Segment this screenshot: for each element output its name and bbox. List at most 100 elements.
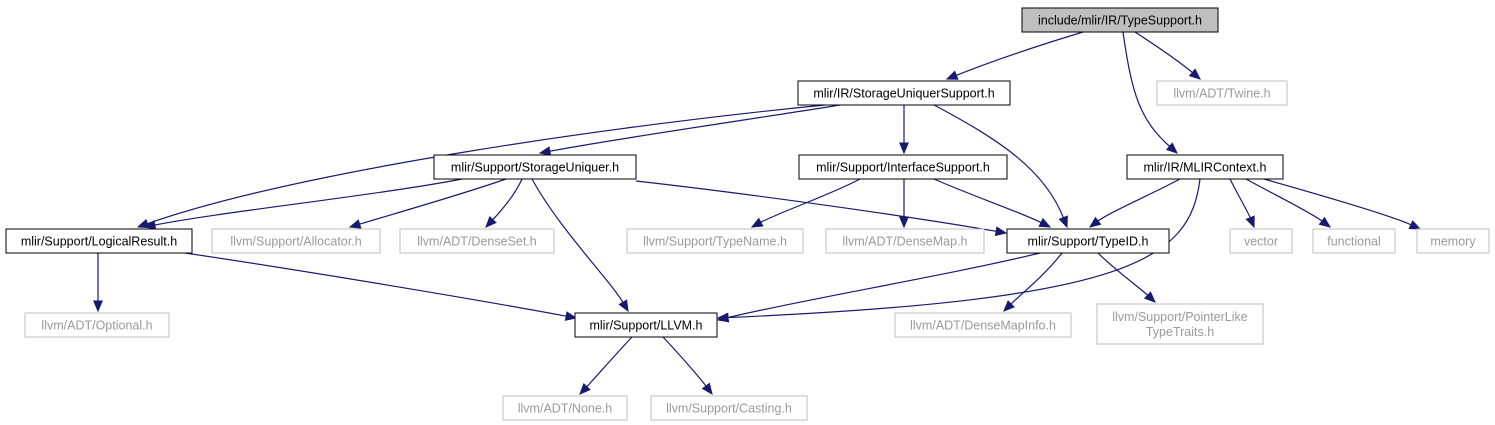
node-box-storageuniquer[interactable]: [433, 154, 637, 180]
edge-llvm-to-casting-arrowhead: [701, 382, 713, 396]
node-box-mlircontext[interactable]: [1126, 154, 1284, 180]
edge-storageuniquer-to-denseset-arrowhead: [485, 215, 497, 228]
node-label-denseset: llvm/ADT/DenseSet.h: [417, 235, 537, 249]
node-densemap: llvm/ADT/DenseMap.h: [825, 228, 985, 254]
node-box-casting: [650, 395, 808, 421]
edge-mlircontext-to-memory: [1263, 178, 1413, 226]
edge-mlircontext-to-llvm: [726, 178, 1201, 319]
edge-mlircontext-to-functional-arrowhead: [1318, 216, 1332, 228]
node-label-storageuniquersupport: mlir/IR/StorageUniquerSupport.h: [813, 87, 994, 101]
edge-interfacesupport-to-typeid: [933, 178, 1043, 224]
edge-llvm-to-none: [585, 336, 633, 388]
edge-typeid-to-llvm-arrowhead: [716, 312, 730, 323]
edge-mlircontext-to-functional: [1245, 178, 1324, 223]
node-box-logicalresult[interactable]: [5, 228, 193, 254]
node-label-densemapinfo: llvm/ADT/DenseMapInfo.h: [910, 319, 1056, 333]
node-box-denseset: [399, 228, 555, 254]
node-box-pointerlike: [1096, 303, 1264, 345]
edge-interfacesupport-to-densemap-arrowhead: [899, 216, 909, 229]
node-label-optional: llvm/ADT/Optional.h: [41, 319, 152, 333]
edge-storageuniquersupport-to-typeid: [933, 104, 1065, 219]
node-box-twine: [1156, 80, 1288, 106]
edge-interfacesupport-to-typename: [759, 178, 861, 224]
node-box-functional: [1312, 228, 1396, 254]
node-label-typesupport: include/mlir/IR/TypeSupport.h: [1038, 14, 1202, 28]
node-label-llvm: mlir/Support/LLVM.h: [589, 319, 702, 333]
node-box-densemapinfo: [894, 312, 1072, 338]
edge-typeid-to-densemapinfo-arrowhead: [1003, 300, 1015, 312]
edge-typesupport-to-storageuniquersupport-arrowhead: [945, 70, 959, 80]
edge-storageuniquer-to-allocator-arrowhead: [348, 219, 362, 229]
node-label-logicalresult: mlir/Support/LogicalResult.h: [21, 235, 177, 249]
node-densemapinfo: llvm/ADT/DenseMapInfo.h: [894, 312, 1072, 338]
node-typeid[interactable]: mlir/Support/TypeID.h: [1006, 228, 1170, 254]
node-interfacesupport[interactable]: mlir/Support/InterfaceSupport.h: [798, 154, 1008, 180]
node-storageuniquersupport[interactable]: mlir/IR/StorageUniquerSupport.h: [797, 80, 1011, 106]
edge-mlircontext-to-typeid-arrowhead: [1088, 216, 1102, 228]
node-box-allocator: [211, 228, 381, 254]
node-box-none: [502, 395, 628, 421]
edge-storageuniquer-to-typeid-arrowhead: [994, 226, 1008, 237]
edge-typeid-to-llvm: [726, 252, 1041, 319]
node-label-typename: llvm/Support/TypeName.h: [643, 235, 787, 249]
edge-storageuniquersupport-to-logicalresult: [146, 104, 826, 225]
edge-interfacesupport-to-typeid-arrowhead: [1038, 217, 1052, 228]
node-twine: llvm/ADT/Twine.h: [1156, 80, 1288, 106]
edge-llvm-to-casting: [662, 336, 708, 388]
node-casting: llvm/Support/Casting.h: [650, 395, 808, 421]
node-allocator: llvm/Support/Allocator.h: [211, 228, 381, 254]
node-label-casting: llvm/Support/Casting.h: [666, 402, 792, 416]
edge-interfacesupport-to-typename-arrowhead: [750, 217, 764, 228]
node-box-typeid[interactable]: [1006, 228, 1170, 254]
node-box-typename: [626, 228, 804, 254]
node-box-typesupport[interactable]: [1021, 7, 1219, 33]
edge-typeid-to-densemapinfo: [1009, 252, 1063, 306]
node-box-interfacesupport[interactable]: [798, 154, 1008, 180]
node-label-allocator: llvm/Support/Allocator.h: [230, 235, 361, 249]
node-box-storageuniquersupport[interactable]: [797, 80, 1011, 106]
edge-typeid-to-pointerlike-arrowhead: [1143, 291, 1156, 303]
edge-storageuniquer-to-logicalresult: [153, 178, 463, 226]
edge-storageuniquersupport-to-typeid-arrowhead: [1058, 215, 1068, 229]
edge-typesupport-to-storageuniquersupport: [955, 31, 1084, 77]
node-box-vector: [1229, 228, 1293, 254]
node-label-functional: functional: [1327, 235, 1381, 249]
edge-mlircontext-to-vector-arrowhead: [1245, 215, 1255, 229]
edge-storageuniquer-to-llvm-arrowhead: [618, 299, 629, 313]
edge-typesupport-to-twine: [1134, 31, 1194, 74]
edge-mlircontext-to-memory-arrowhead: [1408, 220, 1422, 230]
node-none: llvm/ADT/None.h: [502, 395, 628, 421]
node-box-optional: [24, 312, 170, 338]
node-box-densemap: [825, 228, 985, 254]
node-functional: functional: [1312, 228, 1396, 254]
node-typename: llvm/Support/TypeName.h: [626, 228, 804, 254]
node-label-densemap: llvm/ADT/DenseMap.h: [842, 235, 967, 249]
edge-mlircontext-to-vector: [1229, 178, 1252, 219]
node-logicalresult[interactable]: mlir/Support/LogicalResult.h: [5, 228, 193, 254]
node-label-memory: memory: [1430, 235, 1476, 249]
edge-storageuniquer-to-logicalresult-arrowhead: [143, 220, 157, 230]
edge-logicalresult-to-llvm: [184, 252, 568, 317]
edge-typesupport-to-twine-arrowhead: [1188, 68, 1201, 80]
node-llvm[interactable]: mlir/Support/LLVM.h: [574, 312, 718, 338]
edge-llvm-to-none-arrowhead: [579, 382, 591, 395]
node-typesupport[interactable]: include/mlir/IR/TypeSupport.h: [1021, 7, 1219, 33]
node-label-none: llvm/ADT/None.h: [518, 402, 613, 416]
node-box-llvm[interactable]: [574, 312, 718, 338]
node-storageuniquer[interactable]: mlir/Support/StorageUniquer.h: [433, 154, 637, 180]
edge-typeid-to-pointerlike: [1097, 252, 1149, 297]
node-label-vector: vector: [1244, 235, 1278, 249]
edge-storageuniquer-to-denseset: [491, 178, 523, 221]
edge-storageuniquersupport-to-storageuniquer: [548, 104, 841, 152]
edge-storageuniquersupport-to-storageuniquer-arrowhead: [538, 146, 552, 156]
node-optional: llvm/ADT/Optional.h: [24, 312, 170, 338]
edges-layer: [93, 31, 1422, 396]
edge-mlircontext-to-typeid: [1096, 178, 1181, 223]
edge-storageuniquer-to-llvm: [531, 178, 624, 304]
node-mlircontext[interactable]: mlir/IR/MLIRContext.h: [1126, 154, 1284, 180]
node-label-storageuniquer: mlir/Support/StorageUniquer.h: [451, 161, 619, 175]
node-box-memory: [1416, 228, 1490, 254]
